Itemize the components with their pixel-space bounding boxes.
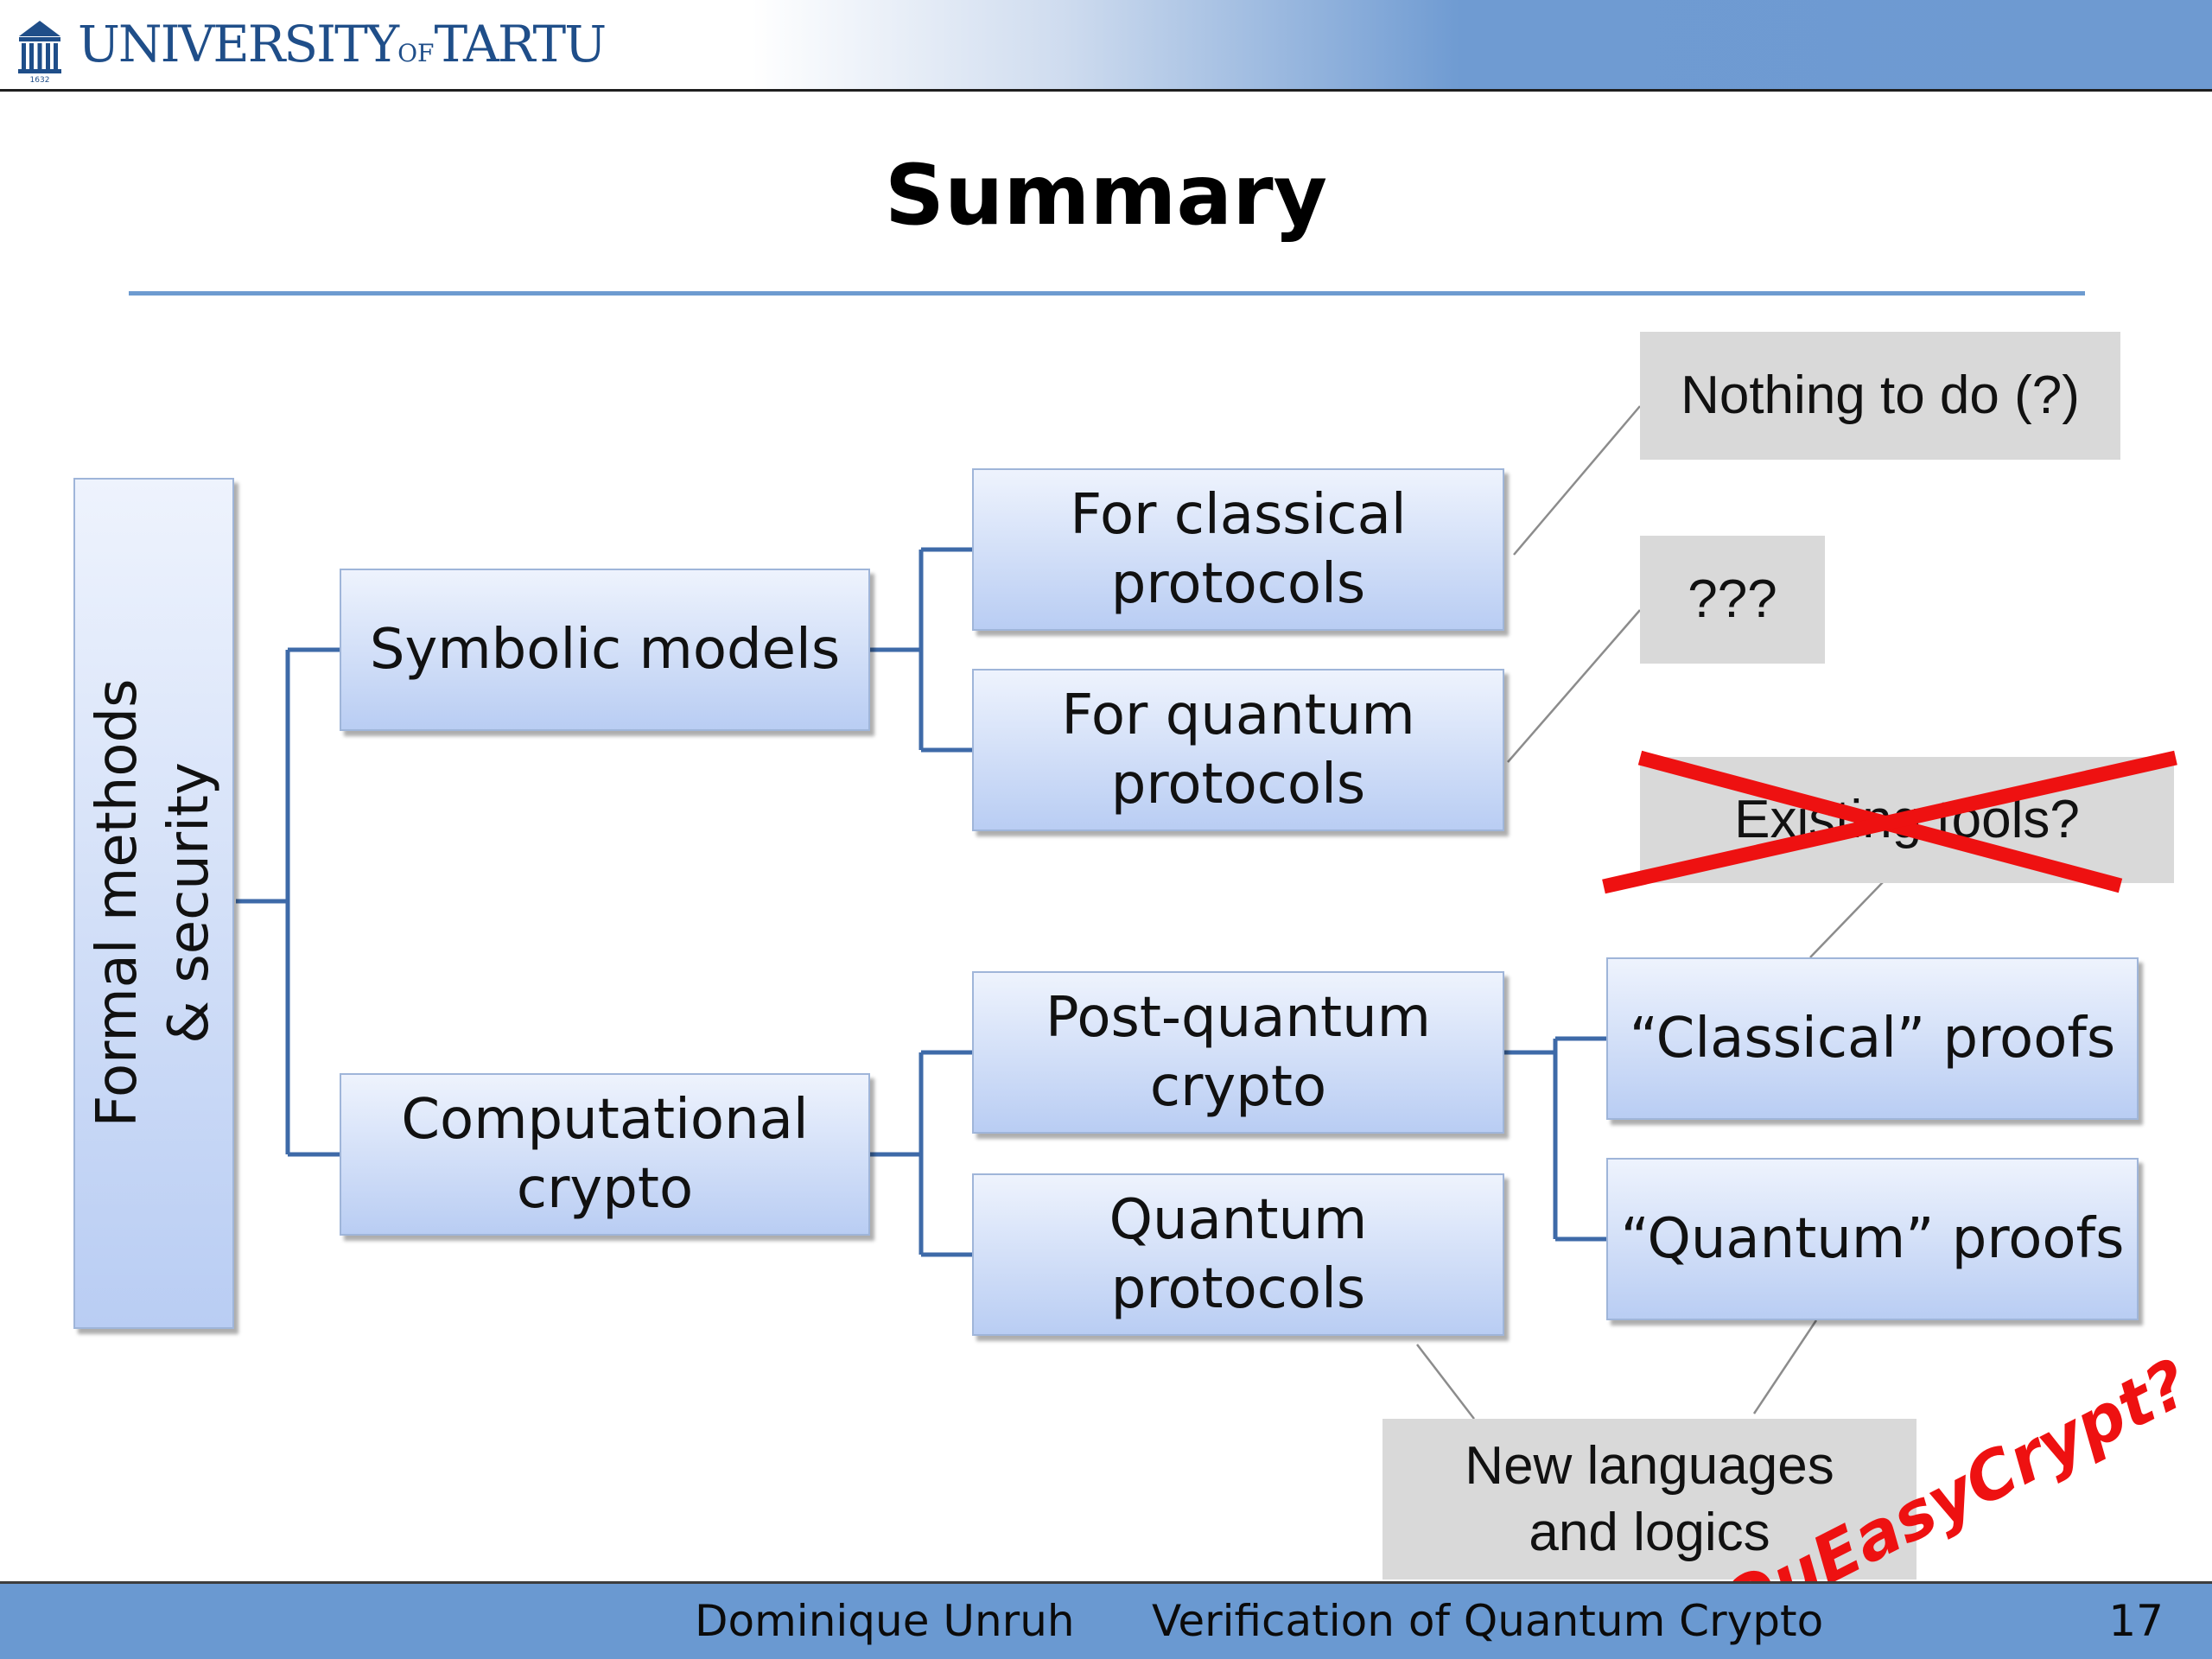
node-for-quantum-protocols: For quantum protocols [972,669,1504,831]
note-nothing-to-do-label: Nothing to do (?) [1681,365,2080,426]
logo-year: 1632 [30,76,50,83]
footer-author: Dominique Unruh [695,1596,1075,1646]
note-nothing-to-do: Nothing to do (?) [1640,332,2120,460]
node-for-classical-protocols: For classical protocols [972,468,1504,631]
note-new-languages-label: New languages and logics [1465,1435,1834,1563]
node-for-quantum-protocols-label: For quantum protocols [1061,683,1415,817]
node-classical-proofs: “Classical” proofs [1606,957,2139,1120]
node-post-quantum-crypto: Post-quantum crypto [972,971,1504,1134]
university-name-of: OF [397,39,435,67]
node-post-quantum-crypto-label: Post-quantum crypto [1046,986,1431,1119]
node-computational-crypto-label: Computational crypto [401,1088,809,1221]
header-bar: 1632 UNIVERSITYOFTARTU [0,0,2212,92]
node-symbolic-models-label: Symbolic models [369,618,841,682]
university-name-suffix: TARTU [434,15,607,73]
footer-talk-title: Verification of Quantum Crypto [1152,1596,1824,1646]
note-unknown: ??? [1640,536,1825,664]
node-quantum-protocols: Quantum protocols [972,1173,1504,1336]
node-formal-methods [73,478,234,1329]
university-name: UNIVERSITYOFTARTU [78,19,607,69]
footer-bar: Dominique Unruh Verification of Quantum … [0,1581,2212,1659]
slide-title: Summary [884,147,1328,244]
title-divider [129,291,2085,296]
footer-page-number: 17 [2108,1596,2164,1646]
node-quantum-protocols-label: Quantum protocols [1109,1188,1368,1321]
university-building-icon: 1632 [18,21,61,83]
node-quantum-proofs: “Quantum” proofs [1606,1158,2139,1320]
node-for-classical-protocols-label: For classical protocols [1070,483,1407,616]
node-computational-crypto: Computational crypto [340,1073,870,1236]
note-new-languages: New languages and logics [1382,1419,1916,1580]
university-name-prefix: UNIVERSITY [78,15,399,73]
note-unknown-label: ??? [1688,569,1777,630]
node-symbolic-models: Symbolic models [340,569,870,731]
node-quantum-proofs-label: “Quantum” proofs [1620,1207,2125,1271]
node-classical-proofs-label: “Classical” proofs [1629,1007,2116,1071]
